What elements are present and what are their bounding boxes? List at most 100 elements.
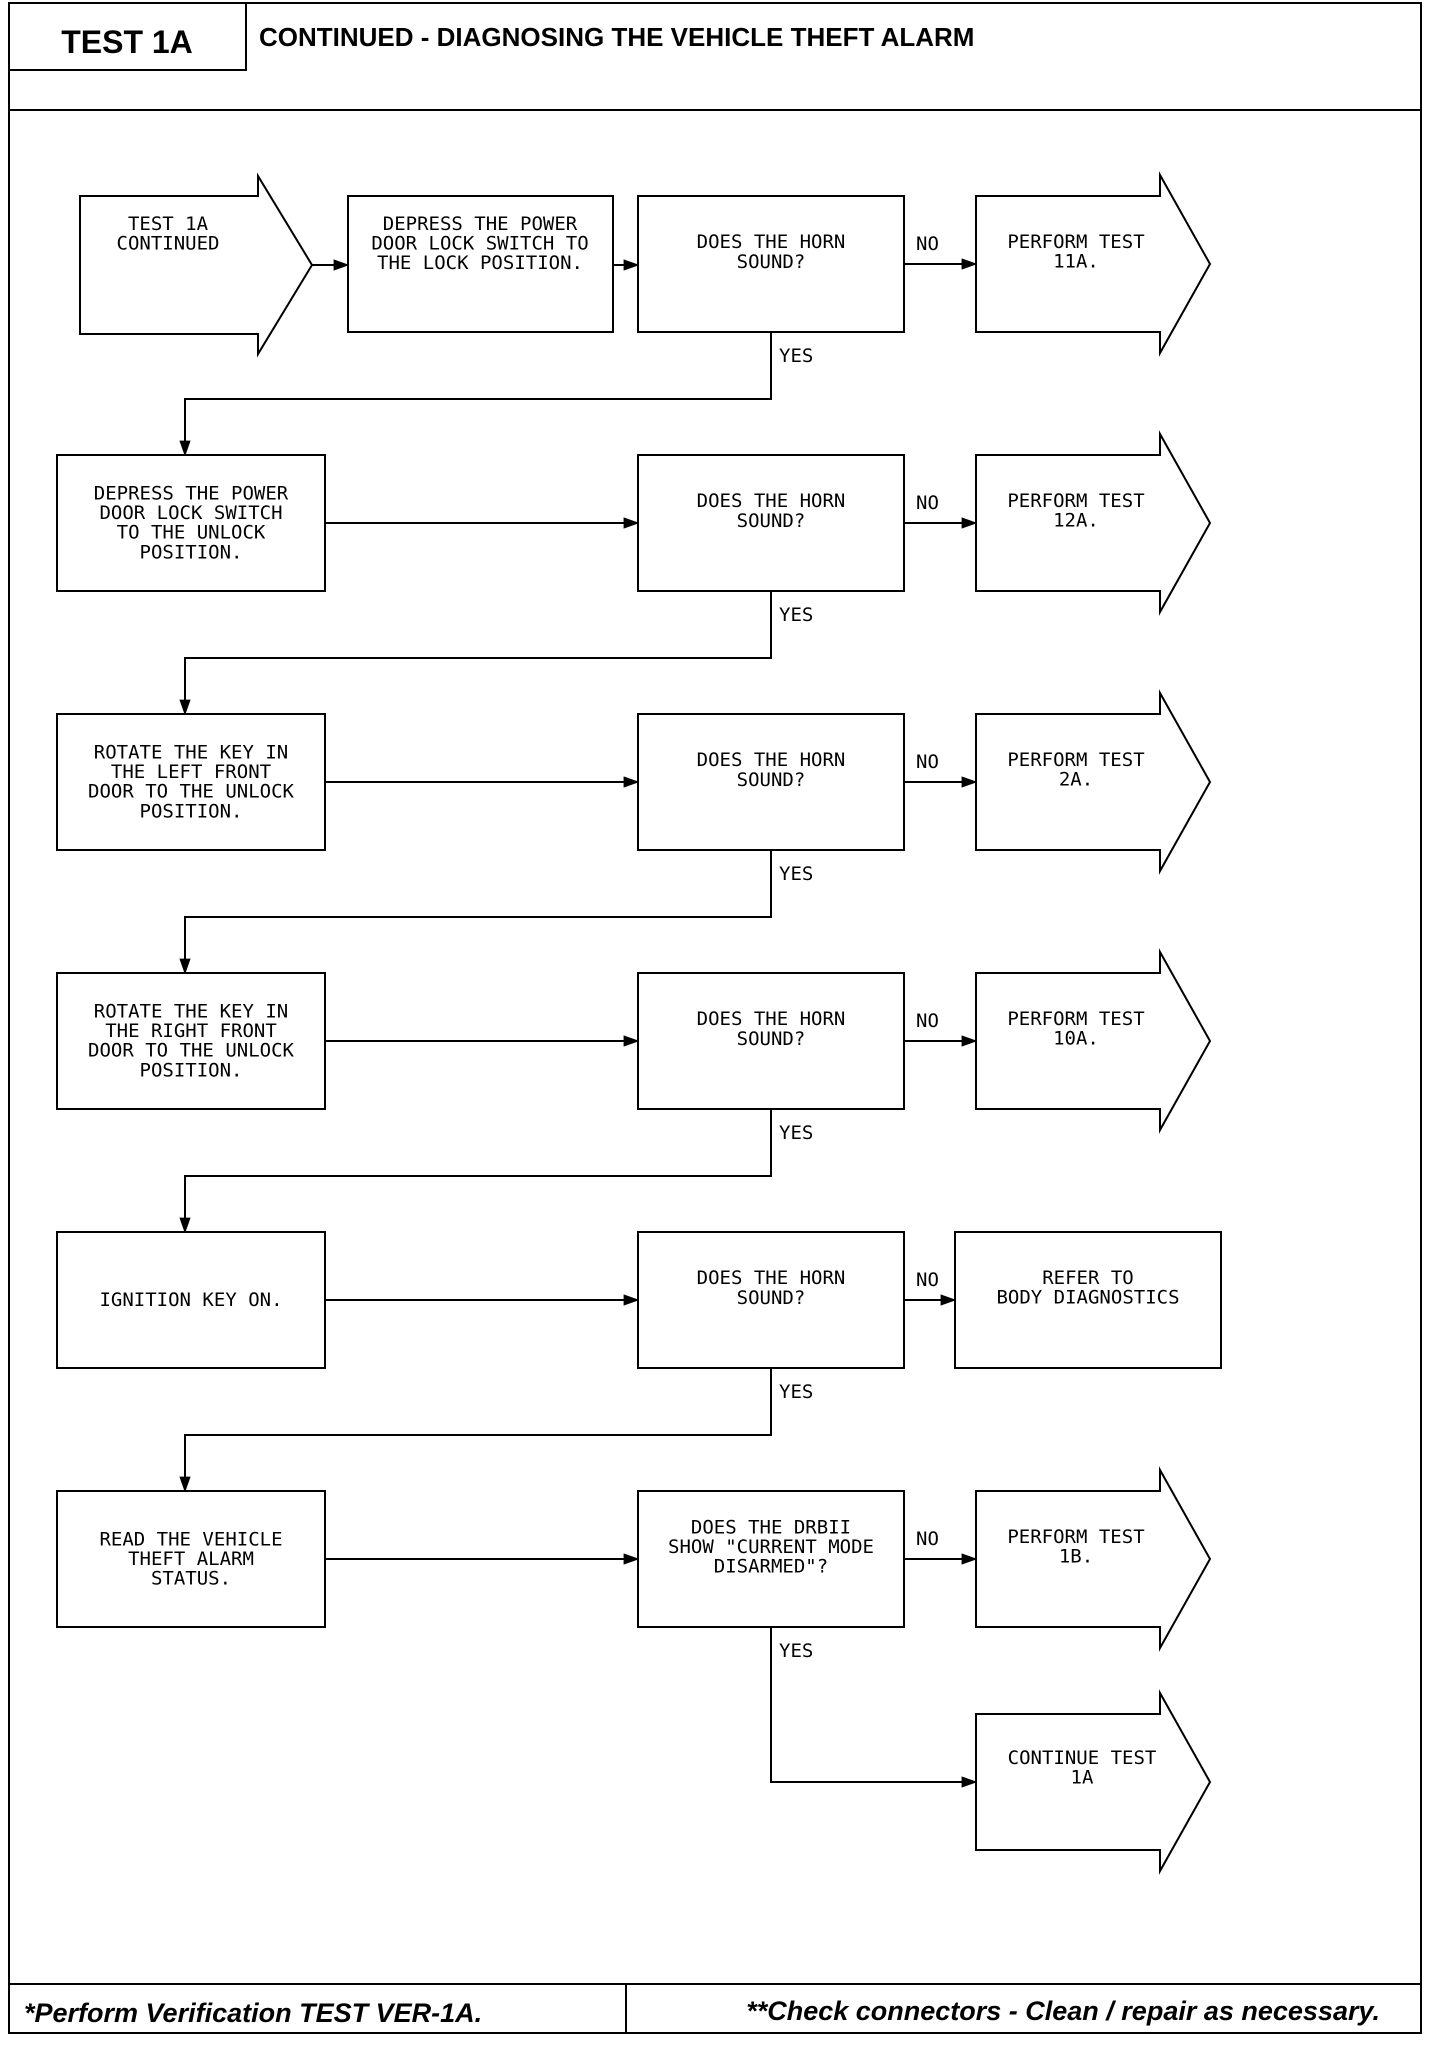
action-text-2-line: ROTATE THE KEY IN (94, 742, 288, 764)
connector-yes-0 (179, 332, 772, 457)
action-text-5-line: STATUS. (151, 1568, 231, 1590)
first-action-text-line: DOOR LOCK SWITCH TO (371, 233, 588, 255)
action-text-5-line: THEFT ALARM (128, 1548, 254, 1570)
action-box-2 (56, 713, 326, 851)
result-arrow-5 (975, 1466, 1212, 1652)
no-label-3: NO (916, 1010, 939, 1032)
first-action-text-line: THE LOCK POSITION. (377, 252, 583, 274)
action-text-1-line: DOOR LOCK SWITCH (99, 502, 282, 524)
action-text-2-line: THE LEFT FRONT (111, 761, 271, 783)
action-box-5 (56, 1490, 326, 1628)
action-text-5-line: READ THE VEHICLE (99, 1528, 282, 1550)
result-box-4 (954, 1231, 1222, 1369)
action-box-1 (56, 454, 326, 592)
action-text-4-line: IGNITION KEY ON. (99, 1289, 282, 1311)
action-text-3-line: THE RIGHT FRONT (105, 1020, 277, 1042)
yes-label-5: YES (779, 1640, 813, 1662)
entry-arrow-text-line: CONTINUED (117, 233, 220, 255)
action-box-3 (56, 972, 326, 1110)
result-arrow-2 (975, 689, 1212, 875)
no-label-4: NO (916, 1269, 939, 1291)
test-id-label: TEST 1A (61, 24, 193, 60)
question-text-0-line: DOES THE HORN (697, 231, 846, 253)
result-text-4-line: REFER TO (1042, 1267, 1134, 1289)
question-text-5-line: SHOW "CURRENT MODE (668, 1536, 874, 1558)
yes-label-3: YES (779, 1122, 813, 1144)
yes-label-2: YES (779, 863, 813, 885)
action-box-4 (56, 1231, 326, 1369)
action-text-3-line: POSITION. (140, 1059, 243, 1081)
question-text-1-line: DOES THE HORN (697, 490, 846, 512)
no-label-2: NO (916, 751, 939, 773)
question-text-0-line: SOUND? (737, 251, 806, 273)
no-label-1: NO (916, 492, 939, 514)
action-text-3-line: ROTATE THE KEY IN (94, 1001, 288, 1023)
question-box-0 (637, 195, 905, 333)
result-text-1-line: 12A. (1053, 510, 1099, 532)
result-arrow-3 (975, 948, 1212, 1134)
action-text-1-line: DEPRESS THE POWER (94, 483, 289, 505)
question-box-1 (637, 454, 905, 592)
yes-label-4: YES (779, 1381, 813, 1403)
result-arrow-1 (975, 430, 1212, 616)
result-text-0-line: PERFORM TEST (1007, 231, 1144, 253)
result-text-3-line: 10A. (1053, 1028, 1099, 1050)
action-text-4: IGNITION KEY ON. (99, 1289, 282, 1311)
question-box-4 (637, 1231, 905, 1369)
connector-note: **Check connectors - Clean / repair as n… (746, 1996, 1380, 2026)
result-text-1-line: PERFORM TEST (1007, 490, 1144, 512)
question-text-1-line: SOUND? (737, 510, 806, 532)
final-text-line: CONTINUE TEST (1008, 1747, 1157, 1769)
result-text-2-line: 2A. (1059, 769, 1093, 791)
connector-yes-final (770, 1627, 978, 1788)
no-label-5: NO (916, 1528, 939, 1550)
entry-arrow-text-line: TEST 1A (128, 213, 209, 235)
final-text-line: 1A (1071, 1767, 1094, 1789)
action-text-1-line: TO THE UNLOCK (117, 522, 266, 544)
result-text-3-line: PERFORM TEST (1007, 1008, 1144, 1030)
page-frame (8, 2, 1422, 2034)
connector-yes-2 (179, 850, 772, 975)
page-title: CONTINUED - DIAGNOSING THE VEHICLE THEFT… (259, 22, 974, 52)
first-action-box (347, 195, 614, 333)
connector-yes-1 (179, 591, 772, 716)
yes-label-0: YES (779, 345, 813, 367)
result-text-2-line: PERFORM TEST (1007, 749, 1144, 771)
action-text-3-line: DOOR TO THE UNLOCK (88, 1040, 294, 1062)
result-text-5-line: 1B. (1059, 1546, 1093, 1568)
result-text-4-line: BODY DIAGNOSTICS (996, 1287, 1179, 1309)
action-text-2-line: POSITION. (140, 800, 243, 822)
action-text-1-line: POSITION. (140, 541, 243, 563)
question-text-2-line: SOUND? (737, 769, 806, 791)
question-text-4-line: DOES THE HORN (697, 1267, 846, 1289)
entry-arrow (79, 172, 314, 358)
first-action-text-line: DEPRESS THE POWER (383, 213, 578, 235)
question-text-2-line: DOES THE HORN (697, 749, 846, 771)
final-arrow (975, 1689, 1212, 1875)
question-text-5-line: DISARMED"? (714, 1556, 828, 1578)
connector-yes-3 (179, 1109, 772, 1234)
connector-yes-4 (179, 1368, 772, 1493)
result-text-5-line: PERFORM TEST (1007, 1526, 1144, 1548)
no-label-0: NO (916, 233, 939, 255)
result-arrow-0 (975, 171, 1212, 357)
verification-note: *Perform Verification TEST VER-1A. (24, 1998, 482, 2028)
